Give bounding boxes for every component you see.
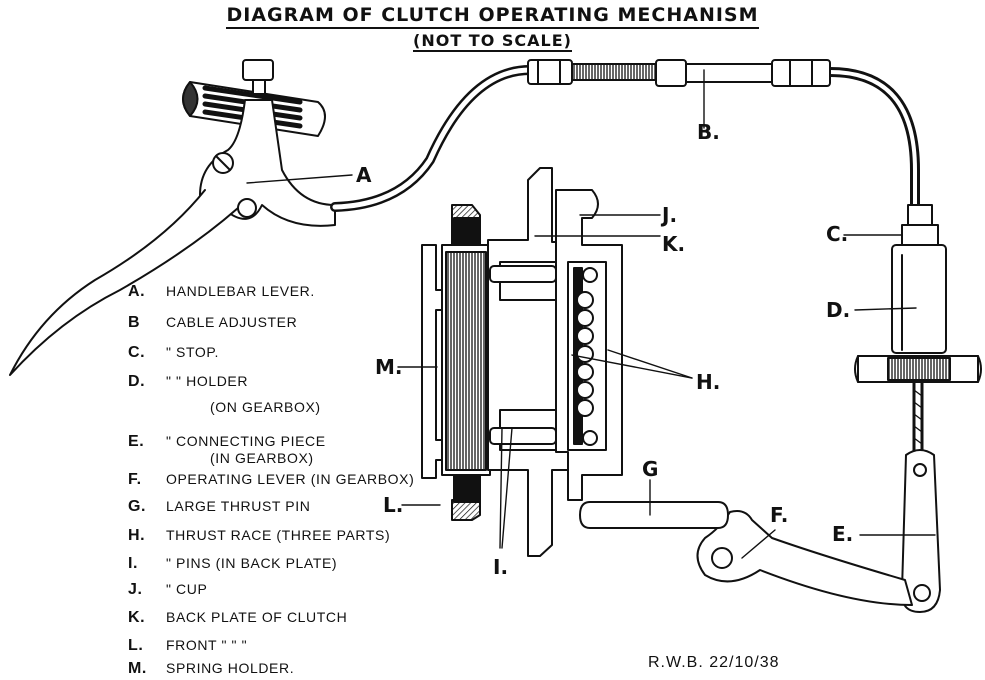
legend-item: L.FRONT " " ": [128, 637, 248, 654]
callout-b: B.: [697, 120, 720, 144]
callout-m: M.: [375, 355, 403, 379]
legend-item: D." " HOLDER: [128, 373, 249, 390]
thrust-race-balls: [576, 291, 594, 417]
callout-k: K.: [662, 232, 686, 256]
callout-i: I.: [493, 555, 509, 579]
legend-item: E." CONNECTING PIECE: [128, 433, 326, 450]
legend-item: G.LARGE THRUST PIN: [128, 498, 311, 515]
legend-item-note: (ON GEARBOX): [210, 399, 321, 415]
diagram-subtitle: (NOT TO SCALE): [413, 31, 572, 52]
leader-lines: [246, 69, 936, 559]
callout-d: D.: [826, 298, 851, 322]
cable-adjuster: [527, 59, 831, 87]
legend-item-note: (IN GEARBOX): [210, 450, 314, 466]
cable-stop: [901, 204, 939, 246]
legend-item: J." CUP: [128, 581, 208, 598]
callout-f: F.: [770, 503, 789, 527]
cable-outer: [330, 65, 920, 212]
inner-cable: [912, 380, 924, 464]
handlebar-lever: [9, 99, 336, 376]
legend-item: H.THRUST RACE (THREE PARTS): [128, 527, 391, 544]
legend-item: K.BACK PLATE OF CLUTCH: [128, 609, 348, 626]
legend-item: F.OPERATING LEVER (IN GEARBOX): [128, 471, 415, 488]
author-signature-date: R.W.B. 22/10/38: [648, 654, 780, 671]
callout-j: J.: [662, 203, 678, 227]
operating-lever: [696, 510, 913, 606]
cable-holder: [854, 244, 982, 383]
callout-e: E.: [832, 522, 854, 546]
diagram-title: DIAGRAM OF CLUTCH OPERATING MECHANISM: [0, 4, 985, 29]
legend-item: M.SPRING HOLDER.: [128, 660, 295, 677]
large-thrust-pin: [579, 501, 729, 529]
legend-item: C." STOP.: [128, 344, 220, 361]
callout-l: L.: [383, 493, 404, 517]
callout-a: A: [356, 163, 372, 187]
clutch-assembly: [421, 167, 623, 557]
callout-c: C.: [826, 222, 849, 246]
callout-h: H.: [696, 370, 721, 394]
legend-item: I." PINS (IN BACK PLATE): [128, 555, 338, 572]
legend-item: A.HANDLEBAR LEVER.: [128, 283, 315, 300]
callout-g: G: [642, 457, 659, 481]
